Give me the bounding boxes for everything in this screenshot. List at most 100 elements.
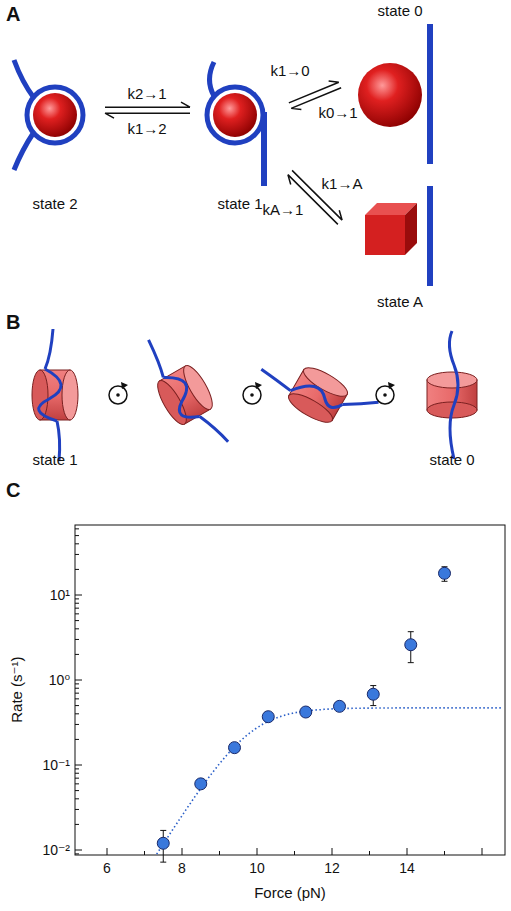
data-point bbox=[229, 742, 241, 754]
y-tick bbox=[75, 688, 79, 689]
data-point bbox=[262, 711, 274, 723]
tick-label: 8 bbox=[178, 860, 186, 876]
axis-title: Rate (s⁻¹) bbox=[7, 657, 24, 723]
y-tick bbox=[75, 598, 79, 599]
state-0-figure bbox=[358, 24, 433, 164]
fit-curve bbox=[77, 708, 503, 855]
nucleosome-cylinder bbox=[427, 331, 477, 459]
state-A-figure bbox=[365, 186, 433, 286]
y-tick bbox=[75, 543, 79, 544]
state-label: state 1 bbox=[32, 451, 77, 468]
data-point bbox=[157, 837, 169, 849]
tick-label: 10⁻¹ bbox=[42, 757, 70, 773]
rate-constant: kA→1 bbox=[263, 201, 304, 218]
y-tick bbox=[75, 713, 79, 714]
panel-letter: A bbox=[6, 3, 20, 26]
y-tick bbox=[75, 853, 79, 854]
state-node: state A bbox=[340, 175, 460, 310]
tick-label: 10 bbox=[249, 860, 265, 876]
data-point bbox=[334, 700, 346, 712]
y-tick bbox=[75, 569, 79, 570]
rate-constant: k1→2 bbox=[127, 120, 166, 137]
y-tick bbox=[75, 850, 82, 851]
data-point bbox=[300, 706, 312, 718]
rotation-arrowhead bbox=[116, 382, 395, 397]
x-tick bbox=[107, 848, 108, 855]
x-tick bbox=[294, 851, 295, 855]
data-point bbox=[195, 778, 207, 790]
x-tick bbox=[257, 848, 258, 855]
state-label: state A bbox=[340, 293, 460, 310]
forward-harpoon bbox=[105, 102, 190, 107]
state-node: state 1 bbox=[190, 60, 290, 212]
y-tick bbox=[75, 535, 79, 536]
nucleosome-cylinder bbox=[253, 343, 379, 443]
y-tick bbox=[75, 603, 79, 604]
y-tick bbox=[75, 798, 79, 799]
state-label: state 2 bbox=[5, 195, 105, 212]
x-tick bbox=[369, 851, 370, 855]
tick-label: 10⁰ bbox=[49, 672, 70, 688]
rotation-symbol bbox=[109, 386, 394, 404]
plot-frame bbox=[75, 525, 505, 855]
x-tick bbox=[444, 851, 445, 855]
panel-letter: C bbox=[6, 479, 20, 502]
x-tick bbox=[219, 851, 220, 855]
state-node: state 0 bbox=[340, 2, 460, 168]
y-tick bbox=[75, 683, 79, 684]
y-tick bbox=[75, 639, 79, 640]
state-label: state 0 bbox=[340, 2, 460, 19]
y-tick bbox=[75, 608, 79, 609]
rate-constant: k2→1 bbox=[127, 85, 166, 102]
data-points bbox=[157, 567, 450, 862]
tick-label: 10⁻² bbox=[42, 842, 70, 858]
state-2-figure bbox=[14, 60, 83, 170]
tick-label: 12 bbox=[324, 860, 340, 876]
reverse-harpoon bbox=[105, 113, 190, 118]
tick-label: 6 bbox=[103, 860, 111, 876]
equilibrium-arrow bbox=[105, 102, 190, 118]
tick-label: 14 bbox=[399, 860, 415, 876]
y-tick bbox=[75, 778, 79, 779]
state-1-figure bbox=[207, 62, 267, 186]
y-tick bbox=[75, 595, 82, 596]
panel-letter: B bbox=[6, 311, 20, 334]
x-tick bbox=[332, 848, 333, 855]
rate-constant: k0→1 bbox=[318, 104, 357, 121]
y-tick bbox=[75, 554, 79, 555]
y-tick bbox=[75, 809, 79, 810]
y-tick bbox=[75, 768, 79, 769]
y-tick bbox=[75, 693, 79, 694]
x-tick bbox=[144, 851, 145, 855]
y-tick bbox=[75, 765, 82, 766]
y-tick bbox=[75, 724, 79, 725]
y-tick bbox=[75, 613, 79, 614]
y-tick bbox=[75, 773, 79, 774]
data-point bbox=[367, 688, 379, 700]
y-tick bbox=[75, 705, 79, 706]
data-point bbox=[439, 567, 451, 579]
state-node: state 2 bbox=[5, 60, 105, 212]
axis-title: Force (pN) bbox=[254, 884, 326, 901]
nucleosome-cylinder bbox=[32, 329, 78, 461]
x-tick bbox=[182, 848, 183, 855]
y-tick bbox=[75, 528, 79, 529]
y-tick bbox=[75, 739, 79, 740]
state-label: state 0 bbox=[429, 451, 474, 468]
y-tick bbox=[75, 654, 79, 655]
tick-label: 10¹ bbox=[50, 587, 70, 603]
fit-curve-line bbox=[77, 708, 503, 855]
y-tick bbox=[75, 783, 79, 784]
x-tick bbox=[482, 848, 483, 855]
x-tick bbox=[407, 848, 408, 855]
y-tick bbox=[75, 824, 79, 825]
y-tick bbox=[75, 698, 79, 699]
y-tick bbox=[75, 620, 79, 621]
data-point bbox=[405, 639, 417, 651]
y-tick bbox=[75, 790, 79, 791]
rate-constant: k1→0 bbox=[270, 62, 309, 79]
y-tick bbox=[75, 680, 82, 681]
nucleosome-cylinder bbox=[132, 326, 236, 460]
axis-ticks bbox=[75, 529, 482, 855]
rate-constant: k1→A bbox=[322, 175, 363, 192]
